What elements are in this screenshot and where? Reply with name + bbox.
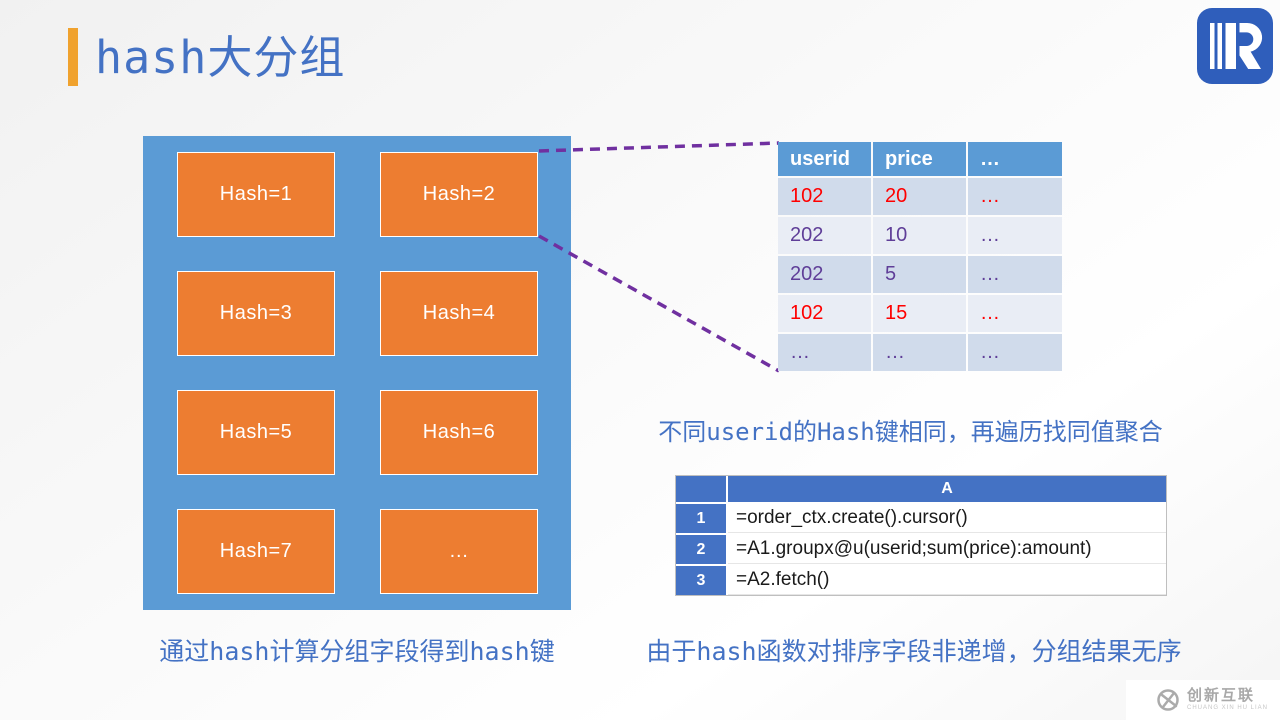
watermark: 创新互联 CHUANG XIN HU LIAN xyxy=(1126,680,1280,720)
grid-row-number-3: 3 xyxy=(676,566,726,595)
table-cell: 20 xyxy=(873,178,966,215)
hash-bucket-panel: Hash=1 Hash=2 Hash=3 Hash=4 Hash=5 Hash=… xyxy=(143,136,571,610)
table-cell: 102 xyxy=(778,178,871,215)
table-cell: … xyxy=(968,295,1062,332)
grid-code-cell-a2: =A1.groupx@u(userid;sum(price):amount) xyxy=(728,535,1166,564)
table-cell: … xyxy=(873,334,966,371)
page-title: hash大分组 xyxy=(95,35,345,80)
hash-bucket-2: Hash=2 xyxy=(380,152,538,237)
table-cell: 10 xyxy=(873,217,966,254)
grid-code-cell-a3: =A2.fetch() xyxy=(728,566,1166,595)
table-cell: 202 xyxy=(778,256,871,293)
grid-column-header-a: A xyxy=(728,476,1166,502)
title-accent-bar xyxy=(68,28,78,86)
hash-bucket-4: Hash=4 xyxy=(380,271,538,356)
page-title-cjk: 大分组 xyxy=(207,30,346,84)
table-cell: 15 xyxy=(873,295,966,332)
title-block: hash大分组 xyxy=(68,28,345,86)
table-cell: … xyxy=(968,334,1062,371)
column-header-userid: userid xyxy=(778,142,871,176)
page-title-latin: hash xyxy=(95,30,208,84)
zoom-callout-line-top xyxy=(538,141,780,153)
caption-unordered-result: 由于hash函数对排序字段非递增，分组结果无序 xyxy=(646,637,1182,666)
table-cell: … xyxy=(968,178,1062,215)
table-cell: 202 xyxy=(778,217,871,254)
table-cell: 5 xyxy=(873,256,966,293)
hash-bucket-6: Hash=6 xyxy=(380,390,538,475)
column-header-price: price xyxy=(873,142,966,176)
table-cell: … xyxy=(968,217,1062,254)
userid-price-table: userid price … 102 20 … 202 10 … 202 5 …… xyxy=(778,142,1062,371)
grid-row-number-1: 1 xyxy=(676,504,726,533)
grid-corner-cell xyxy=(676,476,726,502)
caption-hash-key: 通过hash计算分组字段得到hash键 xyxy=(159,637,555,666)
watermark-text: 创新互联 CHUANG XIN HU LIAN xyxy=(1187,688,1268,711)
grid-code-cell-a1: =order_ctx.create().cursor() xyxy=(728,504,1166,533)
hash-bucket-1: Hash=1 xyxy=(177,152,335,237)
hash-key-explanation-text: 不同userid的Hash键相同，再遍历找同值聚合 xyxy=(658,418,1163,446)
hash-bucket-3: Hash=3 xyxy=(177,271,335,356)
table-cell: … xyxy=(778,334,871,371)
r-logo-svg xyxy=(1197,8,1273,84)
spl-code-grid: A 1 =order_ctx.create().cursor() 2 =A1.g… xyxy=(675,475,1167,596)
hash-bucket-more: … xyxy=(380,509,538,594)
hash-bucket-7: Hash=7 xyxy=(177,509,335,594)
table-cell: 102 xyxy=(778,295,871,332)
hash-bucket-5: Hash=5 xyxy=(177,390,335,475)
zoom-callout-line-bottom xyxy=(538,234,780,373)
raqsoft-r-logo-icon xyxy=(1197,8,1273,84)
table-cell: … xyxy=(968,256,1062,293)
grid-row-number-2: 2 xyxy=(676,535,726,564)
watermark-subtitle: CHUANG XIN HU LIAN xyxy=(1186,704,1268,711)
cx-watermark-icon xyxy=(1157,689,1179,711)
watermark-name: 创新互联 xyxy=(1186,687,1255,705)
column-header-more: … xyxy=(968,142,1062,176)
